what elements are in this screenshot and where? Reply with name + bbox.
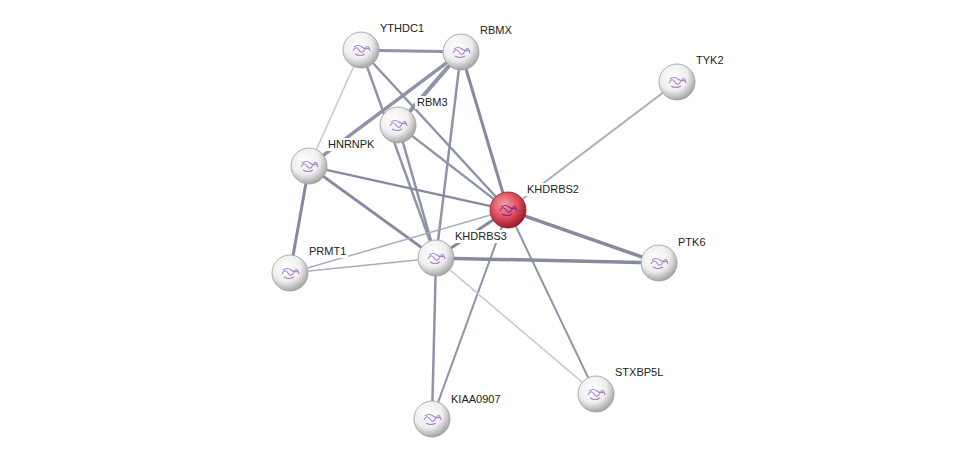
protein-label: TYK2 [694, 54, 726, 67]
interaction-edge [516, 227, 588, 377]
node-circle [640, 244, 678, 282]
interaction-edge [324, 177, 420, 247]
protein-label: STXBP5L [613, 366, 665, 379]
node-ball [641, 245, 677, 281]
node-circle [577, 375, 615, 413]
interaction-edge [380, 50, 442, 51]
protein-node: PRMT1 [271, 254, 309, 292]
node-ball [490, 192, 526, 228]
node-ball [291, 148, 327, 184]
interaction-edge [324, 63, 446, 154]
protein-node: KIAA0907 [413, 400, 451, 438]
node-circle [442, 33, 480, 71]
structure-glyph [353, 46, 370, 56]
node-circle [342, 31, 380, 69]
structure-glyph [588, 390, 605, 400]
structure-glyph [651, 259, 668, 269]
protein-label: PTK6 [676, 236, 708, 249]
protein-node: STXBP5L [577, 375, 615, 413]
interaction-edge [526, 216, 641, 256]
protein-node: PTK6 [640, 244, 678, 282]
structure-glyph [500, 206, 517, 216]
protein-label: YTHDC1 [378, 22, 426, 35]
node-ball [659, 64, 695, 100]
protein-node: YTHDC1 [342, 31, 380, 69]
node-ball [380, 107, 416, 143]
protein-node: KHDRBS2 [489, 191, 527, 229]
interaction-edge [432, 277, 435, 400]
node-ball [414, 401, 450, 437]
structure-glyph [453, 48, 470, 58]
node-circle [417, 239, 455, 277]
interaction-edge [309, 260, 417, 271]
node-circle [271, 254, 309, 292]
interaction-edge [293, 185, 305, 255]
interaction-edge [374, 64, 495, 196]
structure-glyph [282, 269, 299, 279]
interaction-edge [410, 66, 448, 110]
node-circle [290, 147, 328, 185]
structure-glyph [301, 162, 318, 172]
node-ball [578, 376, 614, 412]
interaction-edge [455, 258, 640, 262]
node-ball [443, 34, 479, 70]
protein-label: RBM3 [415, 96, 450, 109]
protein-label: KIAA0907 [449, 393, 503, 406]
protein-node: KHDRBS3 [417, 239, 455, 277]
node-circle [379, 106, 417, 144]
protein-node: TYK2 [658, 63, 696, 101]
protein-label: KHDRBS3 [453, 230, 509, 243]
node-circle [658, 63, 696, 101]
interaction-edge [523, 93, 662, 198]
protein-node: RBMX [442, 33, 480, 71]
protein-node: RBM3 [379, 106, 417, 144]
node-ball [343, 32, 379, 68]
node-circle [413, 400, 451, 438]
structure-glyph [390, 121, 407, 131]
protein-label: RBMX [478, 24, 514, 37]
interaction-edge [466, 70, 502, 192]
node-circle [489, 191, 527, 229]
protein-label: PRMT1 [307, 245, 348, 258]
structure-glyph [669, 78, 686, 88]
node-ball [272, 255, 308, 291]
protein-node: HNRNPK [290, 147, 328, 185]
node-ball [418, 240, 454, 276]
protein-label: HNRNPK [326, 138, 376, 151]
structure-glyph [428, 254, 445, 264]
protein-label: KHDRBS2 [525, 183, 581, 196]
structure-glyph [424, 415, 441, 425]
interaction-edge [328, 170, 490, 206]
interaction-edge [450, 270, 581, 381]
interaction-edge [413, 137, 493, 199]
